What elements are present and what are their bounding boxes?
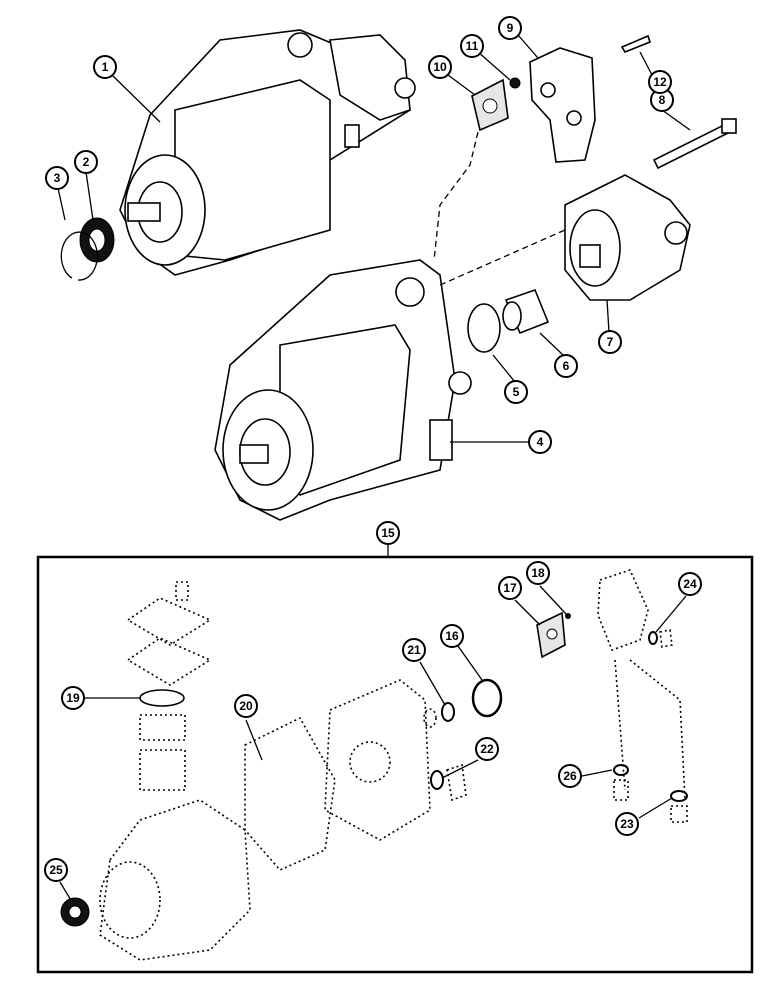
callout-9-label: 9 (507, 21, 514, 35)
o-ring-5 (467, 303, 501, 353)
bolt-8 (652, 118, 737, 170)
callout-1: 1 (93, 55, 117, 79)
callout-3-label: 3 (54, 171, 61, 185)
callout-12: 12 (648, 70, 672, 94)
kit-box-15 (36, 555, 754, 974)
callout-19-label: 19 (66, 691, 80, 705)
callout-20: 20 (234, 694, 258, 718)
callout-25: 25 (44, 858, 68, 882)
callout-12-label: 12 (653, 75, 667, 89)
callout-4: 4 (528, 430, 552, 454)
callout-22: 22 (475, 737, 499, 761)
callout-23: 23 (615, 812, 639, 836)
callout-18-label: 18 (531, 566, 545, 580)
leader-lines-lower (59, 585, 687, 903)
valve-body-9 (529, 47, 596, 163)
pump-assembly-1 (119, 29, 416, 276)
callout-2-label: 2 (83, 155, 90, 169)
kit-parts-lower (60, 569, 688, 961)
callout-10: 10 (428, 55, 452, 79)
pump-assembly-4 (214, 259, 472, 521)
callout-4-label: 4 (537, 435, 544, 449)
callout-1-label: 1 (102, 60, 109, 74)
callout-6: 6 (554, 354, 578, 378)
callout-8-label: 8 (659, 93, 666, 107)
coupler-6 (502, 288, 550, 335)
callout-11-label: 11 (466, 39, 479, 53)
seal-2 (79, 217, 115, 263)
callout-15: 15 (376, 521, 400, 545)
alignment-line (433, 131, 479, 261)
callout-19: 19 (61, 686, 85, 710)
callout-26: 26 (558, 764, 582, 788)
callout-9: 9 (498, 16, 522, 40)
callout-22-label: 22 (480, 742, 494, 756)
callout-16: 16 (440, 624, 464, 648)
callout-20-label: 20 (239, 699, 253, 713)
callout-7: 7 (598, 330, 622, 354)
callout-17-label: 17 (503, 581, 517, 595)
callout-17: 17 (498, 576, 522, 600)
callout-25-label: 25 (49, 863, 63, 877)
gasket-10 (471, 78, 509, 132)
callout-21: 21 (402, 638, 426, 662)
callout-18: 18 (526, 561, 550, 585)
callout-11: 11 (460, 34, 484, 58)
callout-21-label: 21 (407, 643, 421, 657)
callout-2: 2 (74, 150, 98, 174)
alignment-line (439, 229, 566, 286)
callout-7-label: 7 (607, 335, 614, 349)
callout-5: 5 (504, 380, 528, 404)
callout-23-label: 23 (620, 817, 634, 831)
snap-ring-3 (60, 231, 98, 281)
gear-pump-7 (564, 174, 691, 301)
callout-24-label: 24 (683, 577, 697, 591)
callout-3: 3 (45, 166, 69, 190)
screw-12 (620, 34, 651, 53)
callout-24: 24 (678, 572, 702, 596)
leader-lines-upper (57, 34, 691, 443)
callout-16-label: 16 (445, 629, 459, 643)
callout-6-label: 6 (563, 359, 570, 373)
callout-5-label: 5 (513, 385, 520, 399)
callout-10-label: 10 (433, 60, 447, 74)
callout-26-label: 26 (563, 769, 577, 783)
callout-15-label: 15 (381, 526, 395, 540)
o-ring-11 (509, 77, 521, 89)
